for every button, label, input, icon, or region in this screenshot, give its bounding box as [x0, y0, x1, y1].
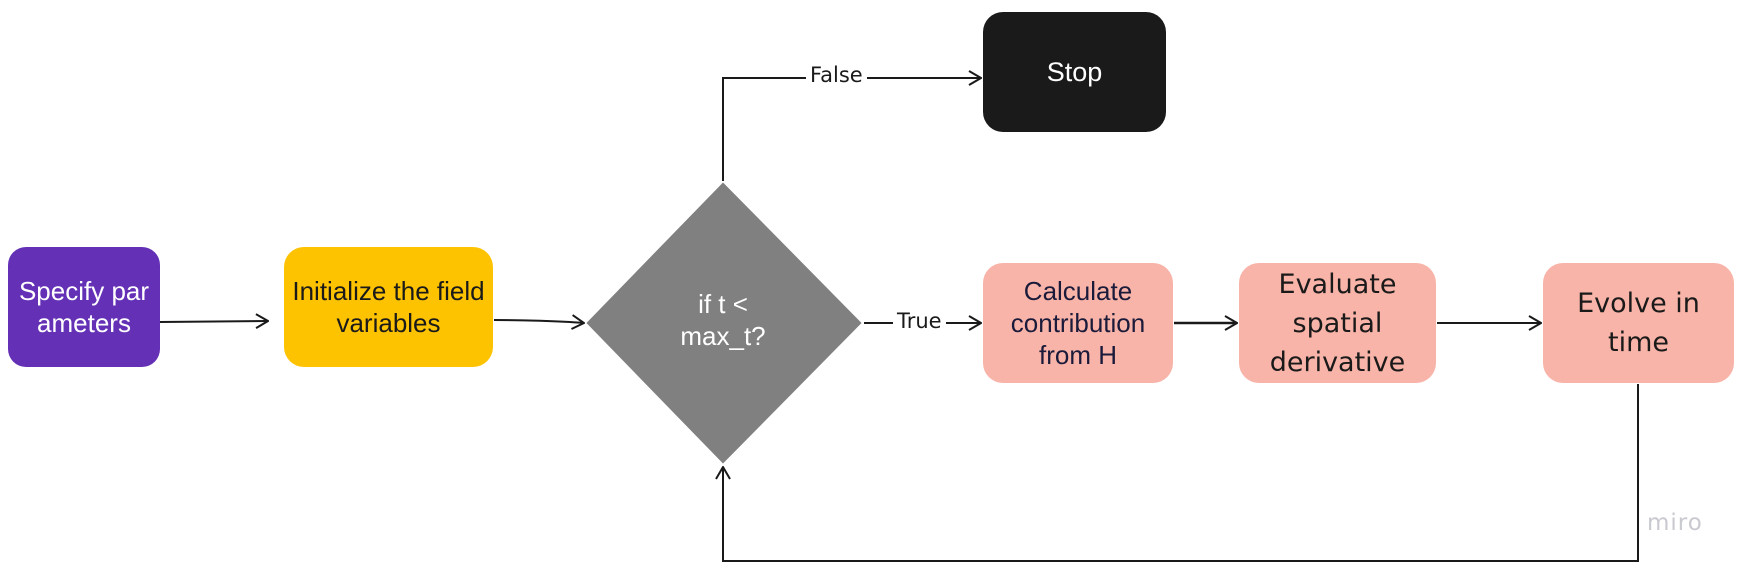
edge-specify-to-init[interactable]: [159, 321, 268, 322]
initialize-field-variables-node[interactable]: Initialize the field variables: [284, 247, 493, 367]
edge-init-to-decision[interactable]: [493, 320, 584, 323]
evaluate-spatial-derivative-node[interactable]: Evaluate spatial derivative: [1239, 263, 1436, 383]
decision-label-line1: if t <: [698, 289, 748, 319]
false-edge-label: False: [806, 62, 867, 88]
specify-parameters-node[interactable]: Specify parameters: [8, 247, 160, 367]
decision-diamond[interactable]: [583, 179, 865, 467]
calculate-contribution-label: Calculate contribution from H: [1010, 276, 1146, 370]
stop-label: Stop: [1046, 56, 1103, 87]
edge-decision-false-to-stop[interactable]: [722, 78, 981, 181]
specify-parameters-label: Specify parameters: [18, 276, 150, 338]
true-edge-label: True: [893, 308, 946, 334]
evolve-in-time-label: Evolve in time: [1577, 288, 1700, 358]
miro-watermark: miro: [1647, 510, 1703, 536]
evaluate-spatial-derivative-label: Evaluate spatial derivative: [1269, 268, 1406, 378]
decision-label: if t < max_t?: [620, 265, 826, 375]
stop-node[interactable]: Stop: [983, 12, 1166, 132]
edge-evolve-loop-to-decision[interactable]: [723, 384, 1639, 562]
calculate-contribution-node[interactable]: Calculate contribution from H: [983, 263, 1173, 383]
initialize-field-variables-label: Initialize the field variables: [292, 276, 485, 338]
decision-label-line2: max_t?: [680, 321, 766, 351]
evolve-in-time-node[interactable]: Evolve in time: [1543, 263, 1734, 383]
